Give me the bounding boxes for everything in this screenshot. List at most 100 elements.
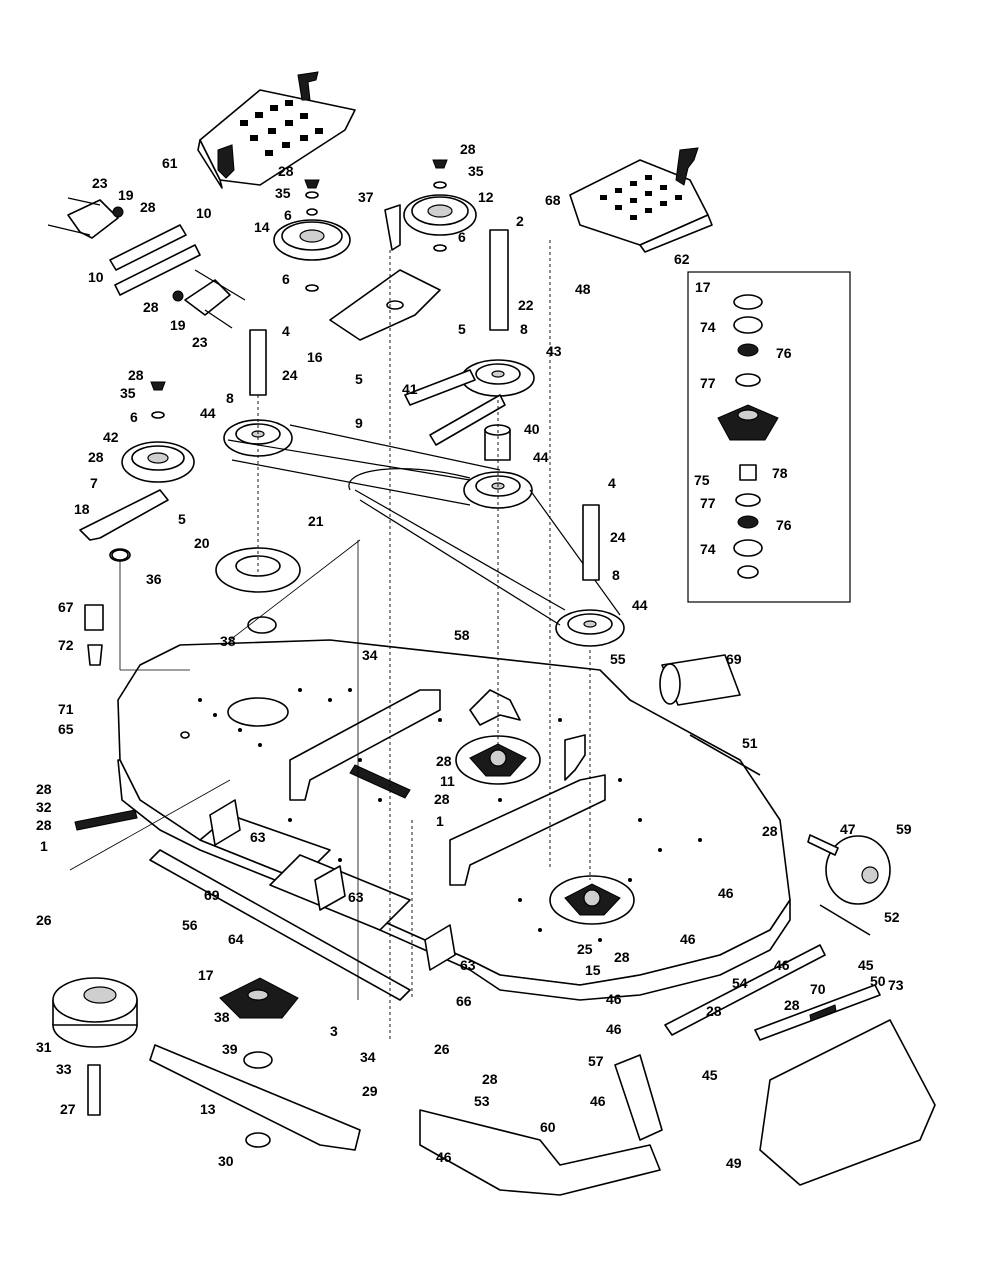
callout-26: 26 bbox=[434, 1041, 450, 1057]
callout-28: 28 bbox=[128, 367, 144, 383]
callout-28: 28 bbox=[614, 949, 630, 965]
idler-pulley-12 bbox=[403, 159, 477, 252]
callout-36: 36 bbox=[146, 571, 162, 587]
roller-69-right bbox=[659, 654, 741, 706]
callout-40: 40 bbox=[524, 421, 540, 437]
callout-28: 28 bbox=[482, 1071, 498, 1087]
spindle-pulley-44-right bbox=[555, 609, 625, 647]
callout-28: 28 bbox=[88, 449, 104, 465]
callout-35: 35 bbox=[468, 163, 484, 179]
callout-28: 28 bbox=[143, 299, 159, 315]
callout-60: 60 bbox=[540, 1119, 556, 1135]
callout-10: 10 bbox=[88, 269, 104, 285]
callout-68: 68 bbox=[545, 192, 561, 208]
callout-28: 28 bbox=[460, 141, 476, 157]
idler-arm-41 bbox=[404, 369, 506, 446]
callout-77: 77 bbox=[700, 495, 716, 511]
callout-71: 71 bbox=[58, 701, 74, 717]
callout-25: 25 bbox=[577, 941, 593, 957]
callout-59: 59 bbox=[896, 821, 912, 837]
deck-spindle-center bbox=[455, 735, 541, 785]
callout-78: 78 bbox=[772, 465, 788, 481]
callout-23: 23 bbox=[92, 175, 108, 191]
callout-75: 75 bbox=[694, 472, 710, 488]
callout-28: 28 bbox=[434, 791, 450, 807]
electric-clutch-31 bbox=[52, 977, 138, 1048]
bracket-63-a bbox=[209, 799, 241, 846]
callout-73: 73 bbox=[888, 977, 904, 993]
callout-70: 70 bbox=[810, 981, 826, 997]
callout-37: 37 bbox=[358, 189, 374, 205]
spindle-bolt-24-right bbox=[582, 504, 600, 581]
fitting-72 bbox=[87, 644, 103, 666]
callout-45: 45 bbox=[702, 1067, 718, 1083]
callout-46: 46 bbox=[718, 885, 734, 901]
callout-6: 6 bbox=[130, 409, 138, 425]
callout-34: 34 bbox=[360, 1049, 376, 1065]
bearing-38 bbox=[247, 616, 277, 634]
callout-69: 69 bbox=[726, 651, 742, 667]
tension-spring-11 bbox=[349, 764, 411, 799]
callout-6: 6 bbox=[284, 207, 292, 223]
callout-12: 12 bbox=[478, 189, 494, 205]
callout-57: 57 bbox=[588, 1053, 604, 1069]
callout-50: 50 bbox=[870, 973, 886, 989]
callout-28: 28 bbox=[140, 199, 156, 215]
callout-10: 10 bbox=[196, 205, 212, 221]
callout-17: 17 bbox=[695, 279, 711, 295]
callout-31: 31 bbox=[36, 1039, 52, 1055]
callout-18: 18 bbox=[74, 501, 90, 517]
roller-axle-56 bbox=[149, 849, 411, 1001]
callout-28: 28 bbox=[278, 163, 294, 179]
callout-54: 54 bbox=[732, 975, 748, 991]
callout-77: 77 bbox=[700, 375, 716, 391]
callout-48: 48 bbox=[575, 281, 591, 297]
callout-9: 9 bbox=[355, 415, 363, 431]
assembly-guide-lines bbox=[69, 240, 591, 1040]
callout-20: 20 bbox=[194, 535, 210, 551]
callout-6: 6 bbox=[458, 229, 466, 245]
callout-46: 46 bbox=[680, 931, 696, 947]
callout-55: 55 bbox=[610, 651, 626, 667]
callout-67: 67 bbox=[58, 599, 74, 615]
belt-shield-62 bbox=[569, 147, 713, 253]
callout-3: 3 bbox=[330, 1023, 338, 1039]
idler-arm-19-lower bbox=[172, 269, 246, 329]
deflector-chute-49 bbox=[759, 1019, 936, 1186]
callout-6: 6 bbox=[282, 271, 290, 287]
deflector-hinge-50 bbox=[754, 984, 881, 1041]
callout-49: 49 bbox=[726, 1155, 742, 1171]
callout-27: 27 bbox=[60, 1101, 76, 1117]
bushing-36 bbox=[111, 549, 129, 561]
callout-44: 44 bbox=[632, 597, 648, 613]
callout-63: 63 bbox=[348, 889, 364, 905]
callout-8: 8 bbox=[612, 567, 620, 583]
callout-labels: 61 23 19 28 10 10 28 19 23 28 35 6 14 6 … bbox=[36, 141, 912, 1171]
spring-67 bbox=[84, 604, 104, 631]
callout-35: 35 bbox=[120, 385, 136, 401]
callout-69: 69 bbox=[204, 887, 220, 903]
callout-53: 53 bbox=[474, 1093, 490, 1109]
baffle-60 bbox=[419, 1109, 661, 1196]
callout-8: 8 bbox=[520, 321, 528, 337]
deck-spindle-right bbox=[549, 875, 635, 925]
callout-32: 32 bbox=[36, 799, 52, 815]
callout-2: 2 bbox=[516, 213, 524, 229]
blade-nut-30 bbox=[245, 1132, 271, 1148]
callout-21: 21 bbox=[308, 513, 324, 529]
callout-1: 1 bbox=[436, 813, 444, 829]
callout-76: 76 bbox=[776, 345, 792, 361]
spindle-bolt-22 bbox=[489, 229, 509, 331]
callout-19: 19 bbox=[170, 317, 186, 333]
callout-46: 46 bbox=[436, 1149, 452, 1165]
callout-28: 28 bbox=[36, 817, 52, 833]
callout-14: 14 bbox=[254, 219, 270, 235]
callout-42: 42 bbox=[103, 429, 119, 445]
axle-47 bbox=[807, 834, 839, 856]
callout-13: 13 bbox=[200, 1101, 216, 1117]
callout-63: 63 bbox=[460, 957, 476, 973]
callout-34: 34 bbox=[362, 647, 378, 663]
callout-46: 46 bbox=[774, 957, 790, 973]
idler-pulley-42 bbox=[121, 381, 195, 483]
callout-28: 28 bbox=[706, 1003, 722, 1019]
